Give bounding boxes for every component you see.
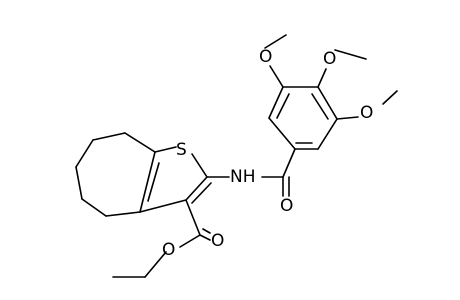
thiophene-ring xyxy=(139,146,212,213)
methoxy-groups xyxy=(264,34,398,120)
ester-oxygen-label: O xyxy=(162,240,175,260)
amide-oxygen-label: O xyxy=(280,196,293,216)
ester-carbonyl-oxygen-label: O xyxy=(211,231,224,251)
ethyl-ester xyxy=(112,199,211,278)
methoxy-oxygen-right-label: O xyxy=(360,103,373,123)
benzene-ring xyxy=(268,86,338,150)
cycloheptane-ring xyxy=(75,132,156,217)
amide-linkage xyxy=(206,148,296,197)
sulfur-atom-label: S xyxy=(176,140,187,160)
methoxy-oxygen-top-label: O xyxy=(259,47,272,67)
methoxy-oxygen-middle-label: O xyxy=(323,49,336,69)
amide-nitrogen-label: NH xyxy=(230,167,256,187)
